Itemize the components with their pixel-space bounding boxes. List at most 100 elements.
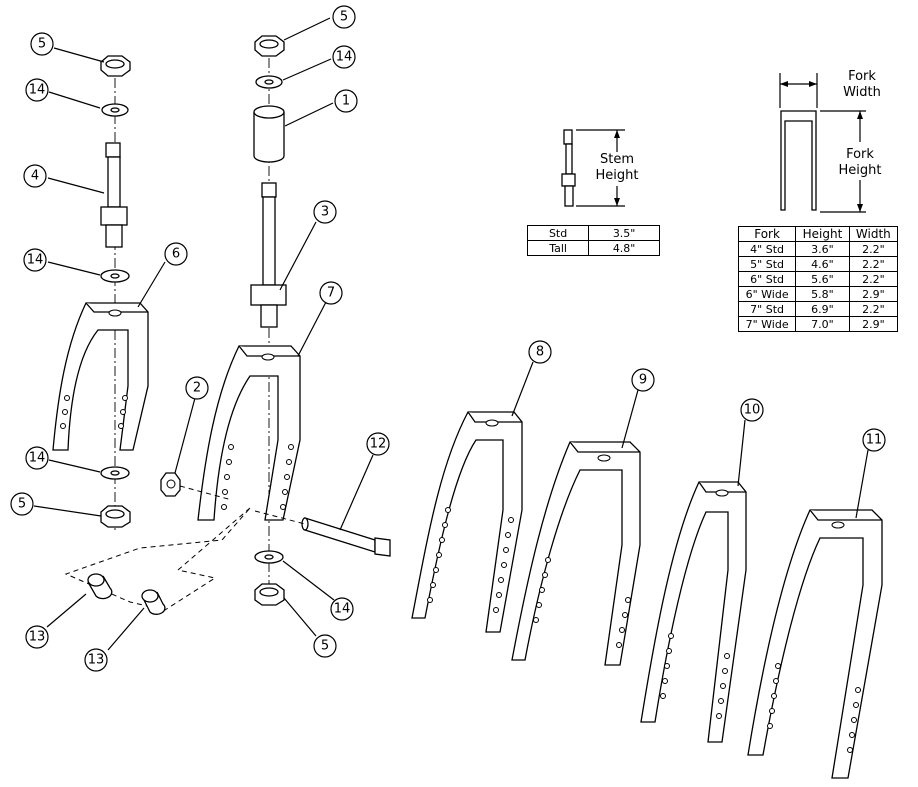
fork-width: 2.2" bbox=[848, 256, 899, 272]
svg-text:7: 7 bbox=[327, 286, 335, 301]
fork bbox=[52, 302, 149, 451]
svg-text:9: 9 bbox=[639, 373, 647, 388]
fork-height-label-2: Height bbox=[839, 163, 882, 178]
fork-width: 2.9" bbox=[848, 286, 899, 302]
svg-text:14: 14 bbox=[336, 50, 353, 65]
lock-nut bbox=[100, 55, 131, 77]
fork-name: 5" Std bbox=[737, 256, 797, 272]
callout-11: 11 bbox=[862, 428, 886, 452]
column-header: Width bbox=[848, 226, 899, 242]
callout-13: 13 bbox=[25, 625, 49, 649]
fork-height: 5.8" bbox=[795, 286, 850, 302]
fork-name: 6" Wide bbox=[737, 286, 797, 302]
fork-width: 2.2" bbox=[848, 241, 899, 257]
svg-text:5: 5 bbox=[38, 37, 46, 52]
callout-5: 5 bbox=[313, 634, 337, 658]
fork-option bbox=[747, 509, 883, 779]
callout-14: 14 bbox=[25, 446, 49, 470]
column-header: Fork bbox=[737, 226, 797, 242]
svg-text:5: 5 bbox=[18, 497, 26, 512]
svg-text:12: 12 bbox=[370, 437, 387, 452]
fork bbox=[197, 345, 301, 521]
svg-text:14: 14 bbox=[27, 253, 44, 268]
lock-nut bbox=[254, 35, 285, 57]
fork-width-label-1: Fork bbox=[848, 69, 876, 84]
callout-12: 12 bbox=[366, 432, 390, 456]
callout-1: 1 bbox=[334, 89, 358, 113]
stem-type: Std bbox=[526, 225, 590, 241]
svg-text:13: 13 bbox=[88, 653, 105, 668]
svg-text:10: 10 bbox=[744, 403, 761, 418]
lock-nut bbox=[100, 505, 131, 528]
fork-option bbox=[411, 411, 523, 633]
fork-height: 3.6" bbox=[795, 241, 850, 257]
callout-4: 4 bbox=[23, 164, 47, 188]
callout-5: 5 bbox=[30, 32, 54, 56]
fork-height: 4.6" bbox=[795, 256, 850, 272]
stem-label-2: Height bbox=[596, 168, 639, 183]
fork-option bbox=[511, 441, 641, 666]
fork-width: 2.2" bbox=[848, 301, 899, 317]
table-row: 7" Std 6.9" 2.2" bbox=[737, 301, 899, 317]
column-header: Height bbox=[795, 226, 850, 242]
svg-text:14: 14 bbox=[334, 602, 351, 617]
axle-nut bbox=[160, 472, 181, 497]
fork-option bbox=[640, 481, 747, 743]
spacer bbox=[253, 105, 285, 163]
bearing bbox=[141, 589, 166, 615]
fork-name: 7" Wide bbox=[737, 316, 797, 332]
callout-10: 10 bbox=[740, 398, 764, 422]
fork-name: 4" Std bbox=[737, 241, 797, 257]
callout-7: 7 bbox=[319, 281, 343, 305]
table-row: Tall 4.8" bbox=[526, 240, 660, 256]
fork-width: 2.2" bbox=[848, 271, 899, 287]
fork-width: 2.9" bbox=[848, 316, 899, 332]
svg-text:14: 14 bbox=[29, 83, 46, 98]
callout-14: 14 bbox=[332, 45, 356, 69]
lock-nut bbox=[254, 583, 285, 606]
fork-name: 7" Std bbox=[737, 301, 797, 317]
callout-3: 3 bbox=[313, 200, 337, 224]
svg-text:8: 8 bbox=[536, 345, 544, 360]
svg-text:11: 11 bbox=[866, 433, 883, 448]
stem-height-table: Std 3.5" Tall 4.8" bbox=[526, 225, 660, 256]
stem bbox=[250, 182, 287, 328]
stem bbox=[100, 142, 128, 248]
stem-label-1: Stem bbox=[600, 152, 634, 167]
washer bbox=[254, 550, 284, 564]
svg-text:3: 3 bbox=[321, 205, 329, 220]
svg-text:2: 2 bbox=[193, 381, 201, 396]
table-row: Std 3.5" bbox=[526, 225, 660, 241]
callout-14: 14 bbox=[25, 78, 49, 102]
table-row: 6" Std 5.6" 2.2" bbox=[737, 271, 899, 287]
svg-text:14: 14 bbox=[29, 451, 46, 466]
washer bbox=[100, 466, 130, 480]
axle-bolt bbox=[301, 517, 391, 557]
callout-13: 13 bbox=[84, 648, 108, 672]
callout-2: 2 bbox=[185, 376, 209, 400]
svg-text:5: 5 bbox=[340, 10, 348, 25]
fork-height-label-1: Fork bbox=[846, 147, 874, 162]
fork-name: 6" Std bbox=[737, 271, 797, 287]
fork-height: 6.9" bbox=[795, 301, 850, 317]
callout-8: 8 bbox=[528, 340, 552, 364]
stem-type: Tall bbox=[526, 240, 590, 256]
callout-14: 14 bbox=[23, 248, 47, 272]
table-row: 7" Wide 7.0" 2.9" bbox=[737, 316, 899, 332]
svg-text:1: 1 bbox=[342, 94, 350, 109]
svg-text:13: 13 bbox=[29, 630, 46, 645]
callout-9: 9 bbox=[631, 368, 655, 392]
table-header-row: Fork Height Width bbox=[737, 226, 899, 242]
washer bbox=[255, 75, 283, 89]
fork-height: 7.0" bbox=[795, 316, 850, 332]
svg-text:6: 6 bbox=[172, 247, 180, 262]
fork-dimension-diagram: Fork Width Fork Height bbox=[779, 69, 882, 213]
stem-height: 4.8" bbox=[588, 240, 660, 256]
callout-5: 5 bbox=[332, 5, 356, 29]
fork-size-table: Fork Height Width 4" Std 3.6" 2.2" 5" St… bbox=[737, 226, 899, 332]
callout-14: 14 bbox=[330, 597, 354, 621]
svg-text:4: 4 bbox=[31, 169, 39, 184]
stem-height-diagram: Stem Height bbox=[561, 129, 639, 207]
callout-5: 5 bbox=[10, 492, 34, 516]
